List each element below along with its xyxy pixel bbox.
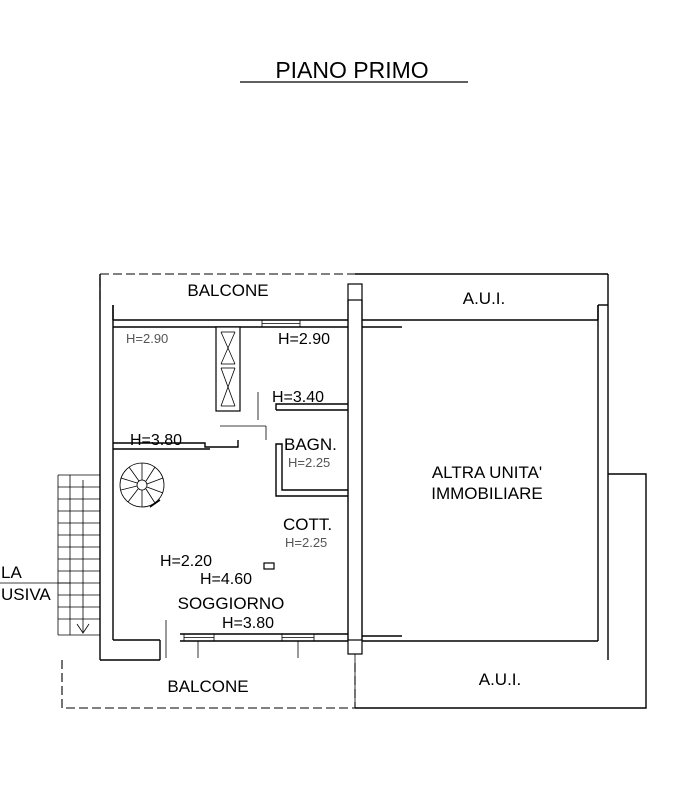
- height-290-left: H=2.90: [126, 331, 168, 346]
- aui-boundary: [355, 473, 647, 709]
- height-220: H=2.20: [160, 553, 212, 570]
- height-380-left: H=3.80: [130, 432, 182, 449]
- plan-title: PIANO PRIMO: [275, 57, 428, 83]
- balcone-bottom-label: BALCONE: [167, 677, 248, 696]
- height-225-bagno: H=2.25: [288, 455, 330, 470]
- height-460: H=4.60: [200, 571, 252, 588]
- height-380-bottom: H=3.80: [222, 615, 274, 632]
- spiral-staircase: [119, 462, 165, 508]
- immobiliare-label: IMMOBILIARE: [431, 484, 542, 503]
- internal-partitions: [113, 326, 348, 570]
- outer-walls: [99, 273, 609, 661]
- height-225-cott: H=2.25: [285, 535, 327, 550]
- exterior-stair: [0, 474, 100, 636]
- scala-label-line2: USIVA: [1, 585, 51, 604]
- soggiorno-label: SOGGIORNO: [178, 594, 285, 613]
- altra-unita-label: ALTRA UNITA': [432, 463, 542, 482]
- scala-label-line1: LA: [1, 563, 22, 582]
- aui-top-label: A.U.I.: [463, 289, 506, 308]
- bottom-balcony-wall: [165, 620, 599, 658]
- cottura-label: COTT.: [283, 515, 332, 534]
- height-340: H=3.40: [272, 389, 324, 406]
- central-wall: [347, 283, 363, 708]
- balcone-top-label: BALCONE: [187, 281, 268, 300]
- height-290-right: H=2.90: [278, 331, 330, 348]
- bagno-label: BAGN.: [284, 435, 337, 454]
- top-balcony-wall: [112, 304, 608, 328]
- aui-bottom-label: A.U.I.: [479, 670, 522, 689]
